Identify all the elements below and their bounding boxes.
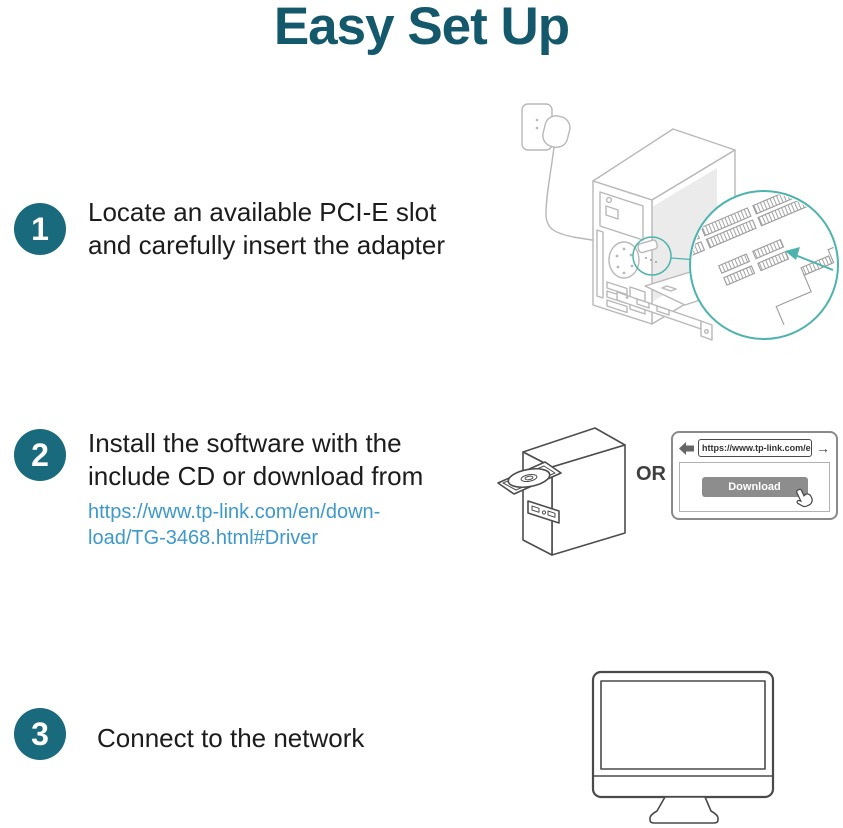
pcie-install-illustration [521, 103, 839, 341]
step-text-line: and carefully insert the adapter [88, 230, 445, 260]
url-line: https://www.tp-link.com/en/down- [88, 501, 381, 523]
step-text-line: Connect to the network [97, 723, 365, 753]
forward-arrow-icon: → [816, 440, 830, 456]
browser-url-field: https://www.tp-link.com/en/... [698, 439, 812, 457]
monitor-icon [591, 670, 775, 824]
step3-text: Connect to the network [97, 722, 364, 755]
url-line: load/TG-3468.html#Driver [88, 527, 319, 549]
step1-badge: 1 [14, 203, 66, 255]
browser-window: https://www.tp-link.com/en/... → Downloa… [671, 431, 838, 520]
computer-tower-icon [592, 128, 740, 341]
download-button-label: Download [728, 481, 781, 493]
power-plug-icon [542, 115, 571, 149]
step1-text: Locate an available PCI-E slot and caref… [88, 196, 445, 262]
step-text-line: Install the software with the [88, 428, 402, 458]
monitor-stand [649, 796, 719, 824]
case-fan-icon [608, 241, 640, 279]
page-title: Easy Set Up [273, 0, 570, 56]
zoom-source-circle [632, 236, 672, 276]
download-button: Download [701, 477, 813, 508]
wall-socket-icon [521, 103, 593, 241]
download-url-text: https://www.tp-link.com/en/down- load/TG… [88, 499, 380, 551]
step-text-line: Locate an available PCI-E slot [88, 197, 437, 227]
browser-toolbar: https://www.tp-link.com/en/... → [679, 438, 830, 458]
insert-arrow-icon [785, 247, 834, 271]
step3-badge: 3 [14, 708, 66, 760]
hand-cursor-icon [795, 488, 813, 508]
back-arrow-icon [679, 441, 694, 455]
step2-text: Install the software with the include CD… [88, 427, 423, 493]
browser-content: Download [679, 462, 830, 512]
monitor-screen [600, 680, 766, 770]
or-label: OR [636, 463, 666, 485]
power-cable [545, 146, 593, 241]
cd-tower-icon [497, 427, 626, 556]
cd-disc-icon [507, 467, 551, 489]
step2-badge: 2 [14, 429, 66, 481]
step-text-line: include CD or download from [88, 461, 424, 491]
